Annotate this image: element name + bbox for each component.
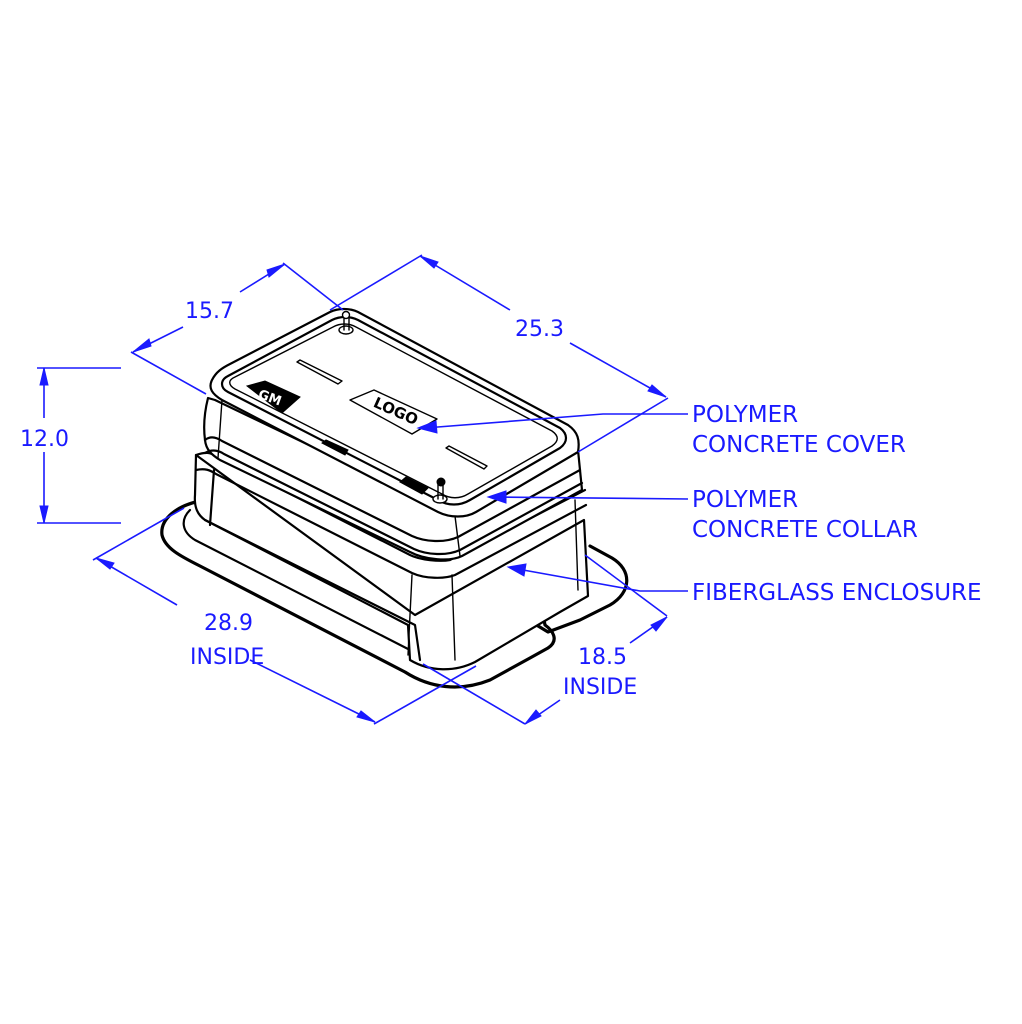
lift-slot-icon bbox=[445, 445, 488, 470]
dimension-height-value: 12.0 bbox=[20, 427, 69, 452]
dimension-inside-width-qualifier: INSIDE bbox=[563, 675, 637, 700]
callout-collar-line2: CONCRETE COLLAR bbox=[692, 517, 918, 543]
dimension-cover-width-value: 15.7 bbox=[185, 299, 234, 324]
callout-collar: POLYMER CONCRETE COLLAR bbox=[486, 487, 918, 543]
lift-slot-icon bbox=[321, 439, 349, 456]
dimension-inside-length-qualifier: INSIDE bbox=[190, 645, 264, 670]
dimension-inside-width-value: 18.5 bbox=[578, 645, 627, 670]
gm-badge: GM bbox=[245, 380, 301, 414]
dimension-cover-length: 25.3 bbox=[329, 254, 669, 453]
collar bbox=[203, 396, 584, 561]
dimension-cover-length-value: 25.3 bbox=[515, 317, 564, 342]
dimension-cover-width: 15.7 bbox=[130, 262, 344, 395]
callout-cover-line2: CONCRETE COVER bbox=[692, 432, 906, 458]
enclosure-body bbox=[193, 451, 590, 671]
callout-enclosure: FIBERGLASS ENCLOSURE bbox=[506, 563, 982, 606]
callout-collar-line1: POLYMER bbox=[692, 487, 798, 513]
callout-enclosure-line1: FIBERGLASS ENCLOSURE bbox=[692, 580, 982, 606]
latch-plate-icon bbox=[399, 476, 429, 495]
dimension-height: 12.0 bbox=[20, 367, 121, 524]
screw-icon bbox=[432, 477, 448, 504]
dimension-inside-length: 28.9 INSIDE bbox=[92, 507, 477, 725]
dimension-inside-width: 18.5 INSIDE bbox=[422, 554, 668, 725]
dimension-inside-length-value: 28.9 bbox=[204, 611, 253, 636]
lift-slot-icon bbox=[296, 359, 343, 385]
cover: GM LOGO bbox=[209, 307, 580, 518]
callout-cover: POLYMER CONCRETE COVER bbox=[416, 402, 906, 458]
screw-icon bbox=[338, 310, 354, 335]
callout-cover-line1: POLYMER bbox=[692, 402, 798, 428]
